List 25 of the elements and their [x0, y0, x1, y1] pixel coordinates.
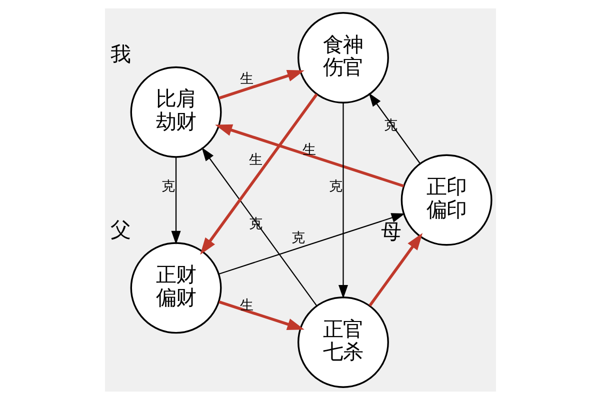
node-circle: 食神 伤官 [297, 12, 388, 104]
arrow [214, 124, 404, 188]
arrow [201, 147, 317, 306]
edge-label: 克 [161, 178, 176, 194]
node-circle: 正财 偏财 [130, 242, 222, 334]
node-label: 母 [380, 220, 400, 244]
arrow [200, 93, 318, 255]
arrow [170, 157, 180, 244]
node-circle: 正官 七杀 [297, 296, 388, 388]
edge-label: 克 [290, 230, 305, 246]
edge-label: 生 [239, 70, 254, 87]
arrow [218, 300, 304, 330]
node-label: 我 [110, 42, 130, 66]
edge-label: 克 [328, 178, 342, 194]
arrow [368, 92, 420, 164]
edge-label: 生 [239, 297, 254, 314]
edge-label: 生 [302, 142, 316, 158]
node-label: 父 [110, 218, 130, 242]
arrow [338, 102, 348, 299]
arrow [218, 213, 405, 275]
edge-label: 生 [248, 152, 262, 168]
node-circle: 正印 偏印 [400, 154, 492, 246]
node-circle: 比肩 劫财 [130, 66, 222, 158]
arrow [368, 233, 422, 306]
arrow [218, 70, 304, 100]
